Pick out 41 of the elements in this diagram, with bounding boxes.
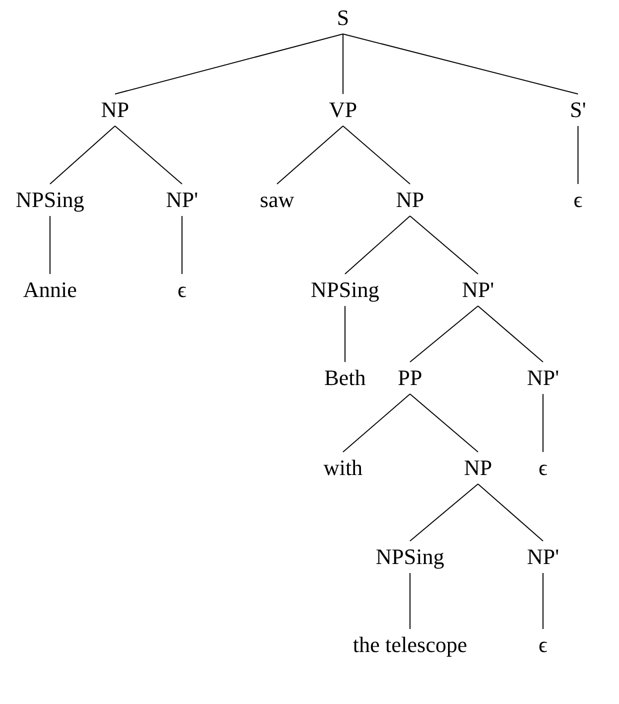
tree-node-label: ϵ bbox=[176, 278, 188, 302]
tree-node-label: S' bbox=[568, 98, 588, 122]
tree-branch-line bbox=[344, 216, 410, 274]
tree-node-label: NP bbox=[394, 188, 426, 212]
tree-node-label: ϵ bbox=[538, 456, 548, 480]
tree-branch-line bbox=[410, 394, 478, 452]
tree-node-label: ϵ bbox=[538, 633, 548, 657]
tree-branch-line bbox=[50, 126, 116, 184]
tree-node-label: the telescope bbox=[352, 633, 468, 657]
tree-node-label: Beth bbox=[323, 366, 367, 390]
tree-branch-line bbox=[342, 126, 410, 184]
tree-node-label: VP bbox=[328, 98, 358, 122]
tree-branch-line bbox=[542, 394, 544, 452]
tree-node-label: S bbox=[336, 6, 350, 30]
tree-node-label: NPSing bbox=[310, 278, 380, 302]
tree-branch-line bbox=[114, 34, 344, 94]
tree-branch-line bbox=[542, 572, 544, 630]
tree-node-label: NP' bbox=[526, 545, 560, 569]
tree-branch-line bbox=[478, 484, 544, 542]
tree-branch-line bbox=[342, 394, 410, 452]
tree-node-label: NPSing bbox=[14, 188, 86, 212]
tree-node-label: with bbox=[322, 456, 364, 480]
tree-node-label: NP' bbox=[460, 278, 496, 302]
tree-node-label: NP' bbox=[164, 188, 200, 212]
tree-branch-line bbox=[410, 484, 478, 542]
tree-branch-line bbox=[410, 216, 478, 274]
tree-node-label: Annie bbox=[22, 278, 78, 302]
tree-node-label: NP' bbox=[526, 366, 560, 390]
tree-node-label: NPSing bbox=[374, 545, 446, 569]
tree-branch-line bbox=[276, 126, 344, 184]
tree-branch-line bbox=[344, 306, 346, 362]
tree-node-label: ϵ bbox=[572, 188, 584, 212]
tree-branch-line bbox=[114, 126, 182, 184]
tree-node-label: PP bbox=[396, 366, 424, 390]
tree-branch-line bbox=[342, 34, 344, 94]
tree-branch-line bbox=[478, 306, 544, 362]
tree-node-label: NP bbox=[100, 98, 130, 122]
tree-branch-line bbox=[410, 306, 478, 362]
tree-node-label: NP bbox=[462, 456, 494, 480]
tree-node-label: saw bbox=[258, 188, 296, 212]
tree-branch-line bbox=[342, 34, 578, 94]
